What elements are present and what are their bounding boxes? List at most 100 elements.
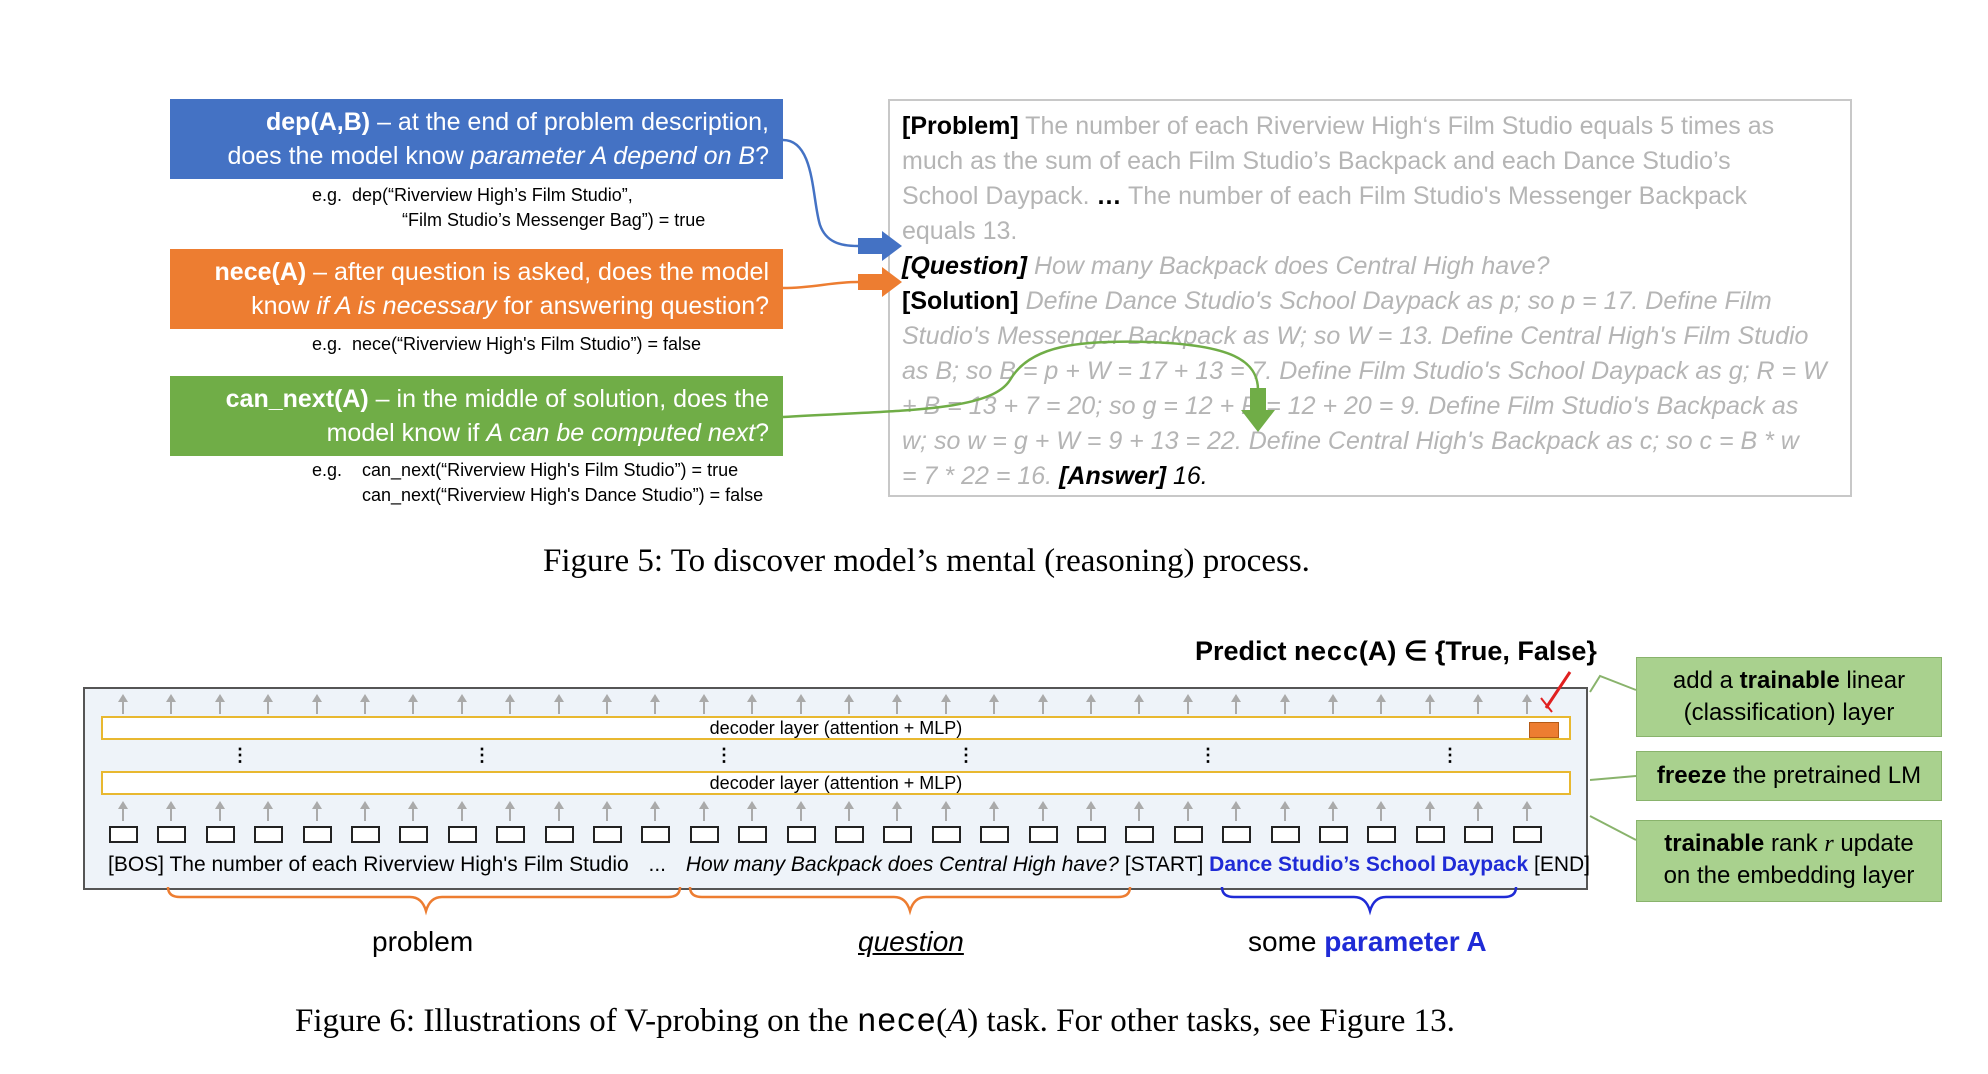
note3-mid: rank bbox=[1764, 830, 1825, 857]
problem-line-3a: School Daypack. bbox=[902, 182, 1097, 210]
input-arrow-icon bbox=[408, 801, 419, 821]
token-box bbox=[496, 826, 526, 843]
input-arrow-icon bbox=[747, 801, 758, 821]
note1-bold: trainable bbox=[1739, 667, 1840, 694]
token-box bbox=[738, 826, 768, 843]
note3-bold: trainable bbox=[1664, 830, 1765, 857]
can-next-line2-post: ? bbox=[755, 419, 769, 447]
token-box bbox=[399, 826, 429, 843]
note1-post: linear bbox=[1839, 667, 1906, 694]
token-box bbox=[1077, 826, 1106, 843]
output-arrow-icon bbox=[1086, 694, 1096, 714]
nece-title: nece(A) bbox=[214, 258, 307, 286]
input-arrow-icon bbox=[263, 801, 274, 821]
input-arrow-icon bbox=[1182, 801, 1193, 821]
output-arrow-icon bbox=[1376, 694, 1387, 714]
input-arrow-icon bbox=[553, 801, 564, 821]
output-arrow-icon bbox=[940, 694, 951, 714]
parameter-label-some: some bbox=[1248, 926, 1325, 957]
output-arrow-icon bbox=[166, 694, 177, 714]
output-arrow-icon bbox=[1134, 694, 1145, 714]
input-arrow-icon bbox=[989, 801, 1000, 821]
problem-line-3c: The number of each Film Studio's Messeng… bbox=[1121, 182, 1747, 210]
dep-box: dep(A,B) – at the end of problem descrip… bbox=[170, 99, 783, 179]
vertical-dots: ⋮ bbox=[1199, 745, 1217, 765]
can-next-line2-pre: model know if bbox=[326, 419, 487, 447]
token-box bbox=[1222, 826, 1252, 843]
parameter-brace bbox=[1220, 886, 1518, 916]
output-arrow-icon bbox=[553, 694, 564, 714]
input-arrow-icon bbox=[360, 801, 370, 821]
token-box bbox=[157, 826, 187, 843]
math-problem-panel: [Problem] The number of each Riverview H… bbox=[888, 99, 1852, 497]
token-box bbox=[254, 826, 284, 843]
input-arrow-icon bbox=[1424, 801, 1435, 821]
token-box bbox=[1028, 826, 1058, 843]
token-box bbox=[544, 826, 574, 843]
predict-pre: Predict bbox=[1195, 636, 1295, 666]
output-arrow-icon bbox=[698, 694, 709, 714]
token-box bbox=[593, 826, 622, 843]
output-arrow-icon bbox=[795, 694, 806, 714]
input-arrow-icon bbox=[1521, 801, 1532, 821]
problem-line-1: The number of each Riverview High‘s Film… bbox=[1018, 112, 1775, 140]
token-box bbox=[641, 826, 671, 843]
input-arrow-icon bbox=[456, 801, 467, 821]
brace-group bbox=[166, 886, 1518, 916]
input-arrow-icon bbox=[795, 801, 806, 821]
output-arrow-icon bbox=[1279, 694, 1290, 714]
output-arrow-icon bbox=[1521, 694, 1532, 714]
input-arrow-icon bbox=[1134, 801, 1145, 821]
output-arrow-icon bbox=[650, 694, 661, 714]
token-box bbox=[302, 826, 332, 843]
output-arrow-icon bbox=[602, 694, 612, 714]
output-arrow-icon bbox=[456, 694, 467, 714]
nece-line2-pre: know bbox=[251, 292, 317, 320]
token-box bbox=[351, 826, 380, 843]
input-arrow-icon bbox=[505, 801, 516, 821]
caption6-pre: Figure 6: Illustrations of V-probing on … bbox=[295, 1003, 857, 1039]
classification-head bbox=[1529, 722, 1559, 738]
input-arrow-icon bbox=[844, 801, 854, 821]
input-arrow-icon bbox=[1279, 801, 1290, 821]
figure5-connectors bbox=[782, 138, 1275, 432]
problem-ellipsis: … bbox=[1096, 182, 1122, 210]
token-box bbox=[1367, 826, 1397, 843]
token-question-text: How many Backpack does Central High have… bbox=[685, 853, 1119, 876]
note2-post: the pretrained LM bbox=[1726, 762, 1922, 789]
dep-example-l2: “Film Studio’s Messenger Bag”) = true bbox=[402, 210, 706, 230]
question-brace bbox=[688, 886, 1132, 916]
token-box bbox=[1270, 826, 1300, 843]
token-bos-text: [BOS] The number of each Riverview High'… bbox=[108, 853, 629, 876]
token-box bbox=[835, 826, 864, 843]
output-arrow-icon bbox=[1473, 694, 1484, 714]
decoder-layer-bottom: decoder layer (attention + MLP) bbox=[101, 771, 1571, 795]
vertical-dots: ⋮ bbox=[715, 745, 733, 765]
output-arrow-icon bbox=[1037, 694, 1048, 714]
token-param-text: Dance Studio’s School Daypack bbox=[1209, 853, 1529, 876]
vertical-dots: ⋮ bbox=[473, 745, 491, 765]
dep-line2-pre: does the model know bbox=[227, 142, 471, 170]
token-box bbox=[205, 826, 235, 843]
vertical-dots: ⋮ bbox=[957, 745, 975, 765]
output-arrow-icon bbox=[1182, 694, 1193, 714]
caption6-mono: nece bbox=[856, 1004, 937, 1041]
solution-line-4: + B = 13 + 7 = 20; so g = 12 + R = 12 + … bbox=[902, 392, 1799, 420]
token-ellipsis: ... bbox=[648, 853, 667, 876]
problem-label: problem bbox=[372, 926, 474, 957]
token-box bbox=[980, 826, 1010, 843]
token-box bbox=[786, 826, 816, 843]
solution-line-1: Define Dance Studio's School Daypack as … bbox=[1018, 287, 1772, 315]
question-tag: [Question] bbox=[902, 252, 1027, 280]
probe-connector bbox=[1540, 671, 1572, 713]
input-arrow-icon bbox=[311, 801, 322, 821]
caption6-A: A bbox=[947, 1003, 968, 1039]
orange-arrow-icon bbox=[858, 267, 902, 297]
green-down-arrow-icon bbox=[1241, 388, 1275, 432]
note1-line2: (classification) layer bbox=[1683, 699, 1895, 726]
input-arrow-icon bbox=[1376, 801, 1387, 821]
token-box bbox=[1173, 826, 1203, 843]
token-box bbox=[109, 826, 138, 843]
note-trainable-linear-layer: add a trainable linear (classification) … bbox=[1636, 657, 1942, 737]
output-arrow-icon bbox=[118, 694, 128, 714]
